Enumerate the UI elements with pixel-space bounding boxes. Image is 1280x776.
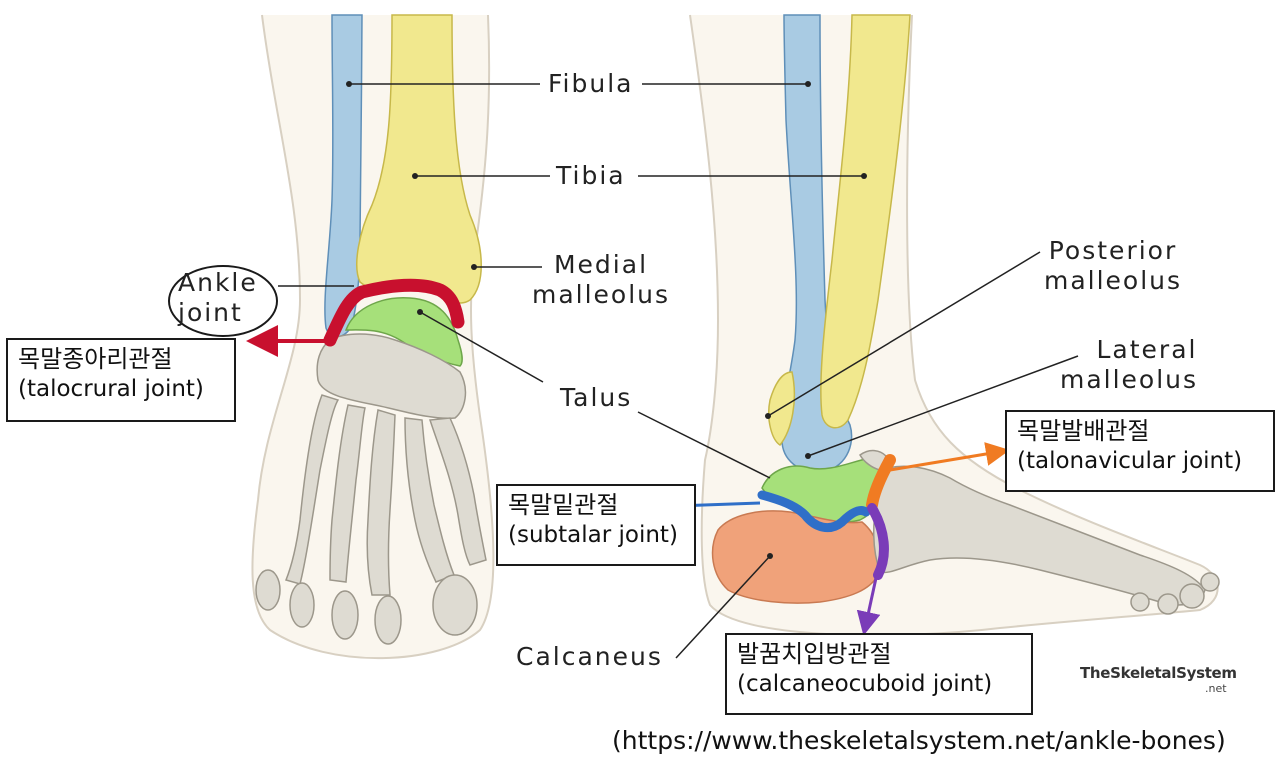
talonavicular-arrow: [889, 442, 1010, 472]
calcaneocuboid-korean-label: 발꿈치입방관절: [737, 640, 892, 668]
subtalar-korean-label: 목말밑관절: [508, 491, 619, 519]
talocrural-english-label: (talocrural joint): [18, 376, 204, 402]
talonavicular-korean-label: 목말발배관절: [1017, 417, 1150, 445]
talocrural-korean-label: 목말종아리관절: [18, 345, 173, 373]
subtalar-joint-line: [757, 490, 871, 533]
lateral-malleolus-label-2: malleolus: [1059, 365, 1199, 394]
talus-label: Talus: [560, 383, 633, 412]
lateral-view: [637, 14, 1220, 659]
anterior-foot-bones: [255, 333, 487, 645]
lateral-leader-lines: [637, 83, 1079, 659]
medial-malleolus-label-1: Medial: [553, 250, 649, 279]
tibia-label: Tibia: [556, 161, 626, 190]
ankle-joint-label-line-2: joint: [178, 298, 243, 327]
talonavicular-joint-line: [866, 454, 896, 511]
medial-malleolus-label-2: malleolus: [531, 280, 671, 309]
calcaneocuboid-english-label: (calcaneocuboid joint): [737, 671, 993, 697]
watermark-suffix: .net: [1205, 682, 1227, 695]
lateral-leader-dots: [765, 81, 867, 559]
ankle-joint-oval: [168, 265, 278, 337]
subtalar-english-label: (subtalar joint): [508, 522, 678, 548]
posterior-malleolus-label-2: malleolus: [1043, 266, 1183, 295]
ankle-joint-label-line-1: Ankle: [178, 268, 258, 297]
subtalar-joint-box: 목말밑관절 (subtalar joint): [496, 484, 696, 566]
lateral-tibia: [820, 14, 911, 429]
lateral-foot-bones: [859, 449, 1220, 615]
watermark-logo: TheSkeletalSystem: [1080, 664, 1237, 682]
talonavicular-joint-box: 목말발배관절 (talonavicular joint): [1005, 410, 1275, 492]
fibula-label: Fibula: [548, 69, 634, 98]
calcaneocuboid-joint-line: [867, 503, 889, 580]
anterior-talus: [344, 297, 463, 367]
lateral-calcaneus: [711, 510, 881, 604]
calcaneocuboid-arrow: [856, 577, 881, 636]
talocrural-joint-box: 목말종아리관절 (talocrural joint): [6, 338, 236, 422]
ankle-joint-label: Ankle joint: [178, 268, 258, 328]
source-citation: (https://www.theskeletalsystem.net/ankle…: [612, 726, 1226, 755]
lateral-malleolus-label-1: Lateral: [1096, 335, 1198, 364]
anterior-leader-dots: [346, 81, 477, 315]
calcaneus-label: Calcaneus: [516, 642, 663, 671]
calcaneocuboid-joint-box: 발꿈치입방관절 (calcaneocuboid joint): [725, 633, 1033, 715]
anterior-view: [246, 14, 550, 660]
talocrural-joint-line: [323, 278, 465, 347]
posterior-malleolus-label-1: Posterior: [1048, 236, 1178, 265]
anterior-leader-lines: [278, 83, 550, 383]
talonavicular-english-label: (talonavicular joint): [1017, 448, 1243, 474]
